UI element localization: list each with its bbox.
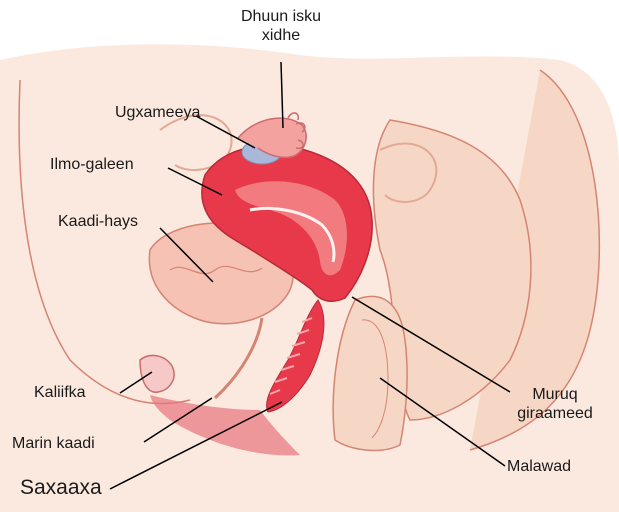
label-fallopian-tube-line1: Dhuun isku <box>221 7 341 26</box>
label-fallopian-tube: Dhuun isku xidhe <box>221 7 341 45</box>
label-bladder: Kaadi-hays <box>58 212 138 231</box>
label-vagina: Saxaaxa <box>20 476 102 500</box>
label-cervix-line2: giraameed <box>505 404 605 423</box>
label-urethra: Marin kaadi <box>12 434 95 453</box>
label-fallopian-tube-line2: xidhe <box>221 26 341 45</box>
label-cervix: Muruq giraameed <box>505 385 605 423</box>
label-uterus: Ilmo-galeen <box>50 155 134 174</box>
label-cervix-line1: Muruq <box>505 385 605 404</box>
label-rectum: Malawad <box>507 457 571 476</box>
label-pubic-bone: Kaliifka <box>34 383 86 402</box>
label-ovary: Ugxameeya <box>115 103 200 122</box>
